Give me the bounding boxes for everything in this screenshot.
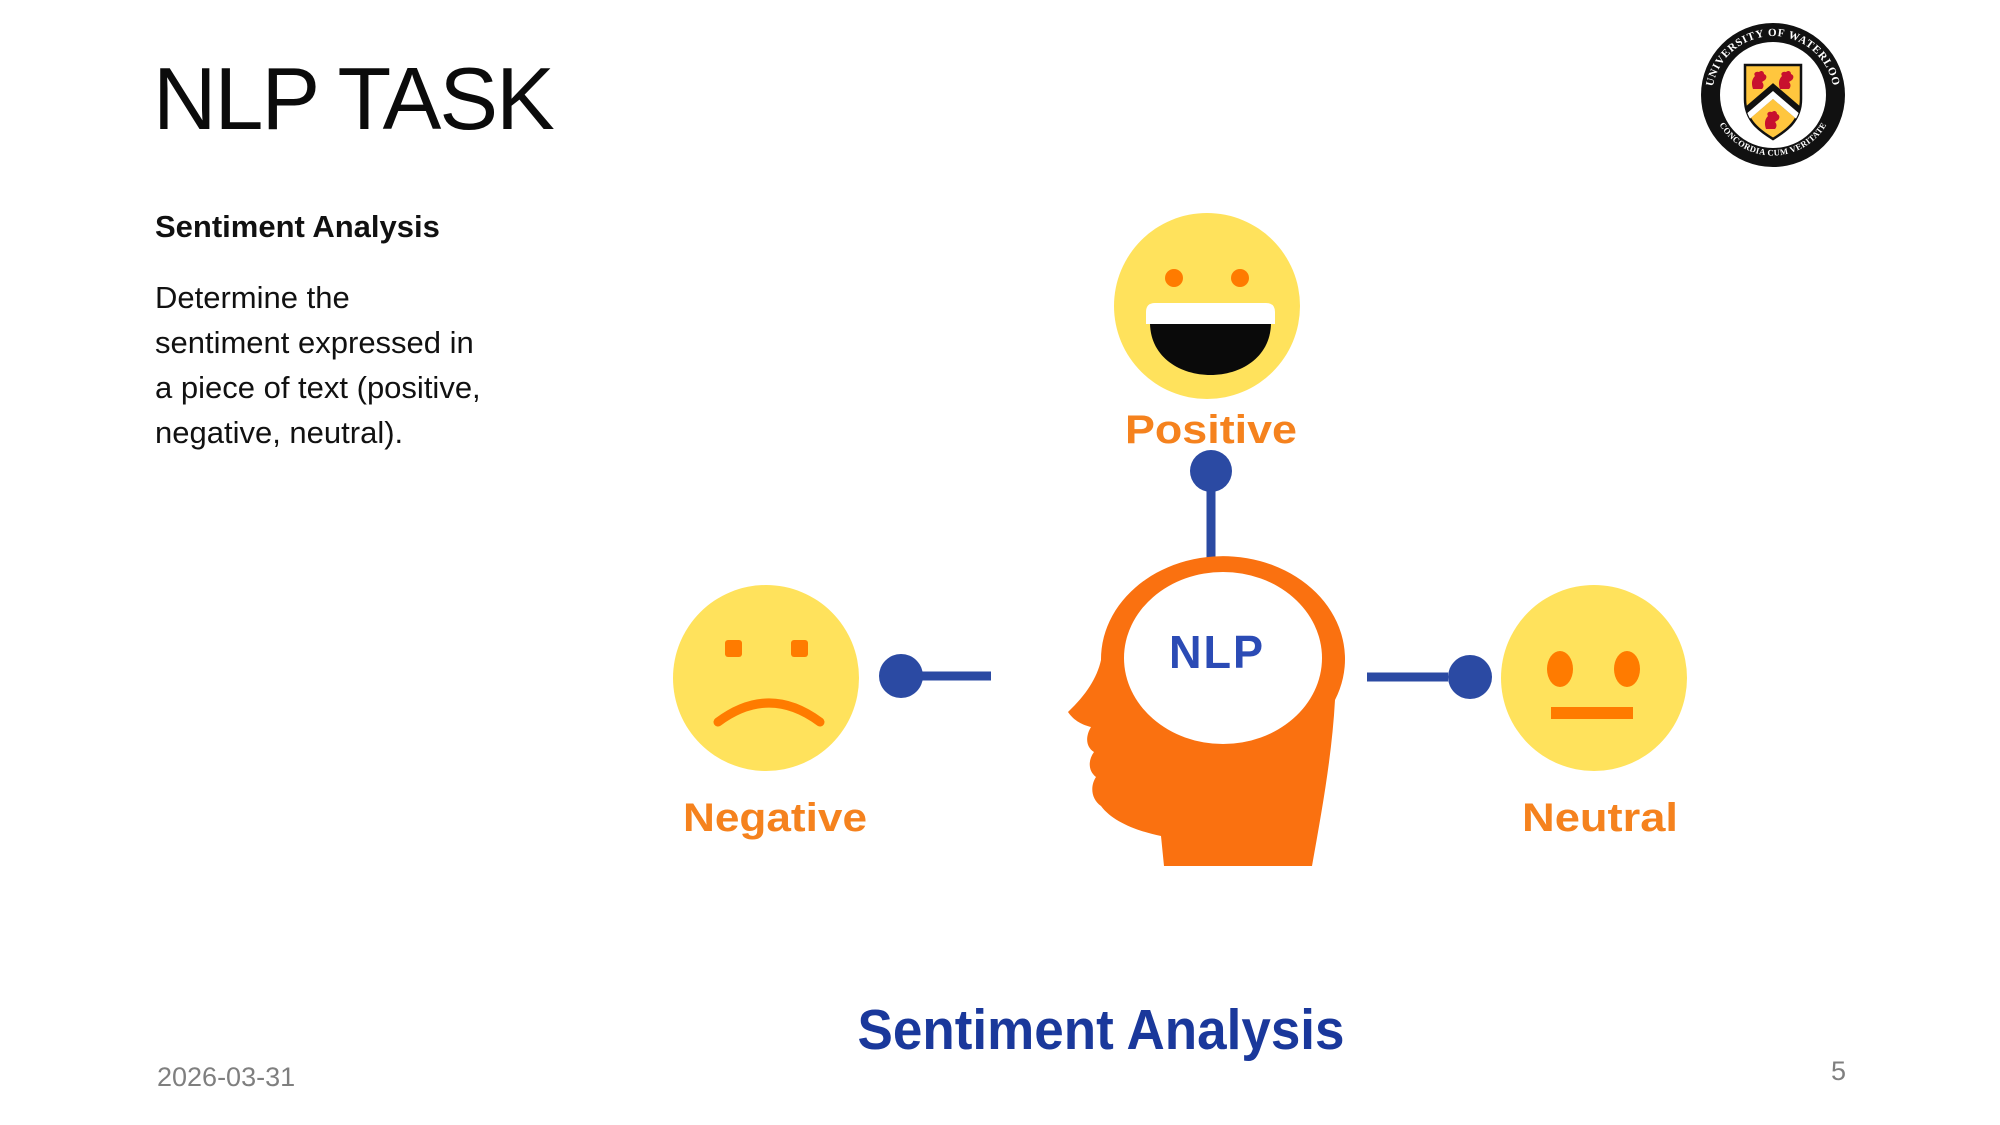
neutral-eye-left [1547, 651, 1573, 687]
negative-label: Negative [683, 796, 867, 840]
node-positive: Positive [1114, 213, 1300, 558]
connector-dot-neutral [1448, 655, 1492, 699]
neutral-eye-right [1614, 651, 1640, 687]
nlp-brain-label: NLP [1169, 626, 1265, 678]
connector-dot-positive [1190, 450, 1232, 492]
uwaterloo-logo: UNIVERSITY OF WATERLOO CONCORDIA CUM VER… [1701, 23, 1845, 167]
nlp-head: NLP [1068, 556, 1345, 866]
body-text: Determine the sentiment expressed in a p… [155, 280, 481, 450]
negative-eye-left [725, 640, 742, 657]
negative-mouth-frown [713, 698, 825, 727]
negative-eye-right [791, 640, 808, 657]
logo-shield-icon [1743, 63, 1803, 141]
shield-chevron-black [1745, 83, 1801, 120]
page-number: 5 [1831, 1056, 1847, 1086]
positive-mouth-teeth [1146, 303, 1275, 324]
shield-chevron-white [1745, 91, 1801, 122]
slide-title: NLP TASK [153, 49, 555, 148]
node-negative: Negative [673, 585, 991, 840]
connector-dot-negative [879, 654, 923, 698]
positive-eye-left [1165, 269, 1183, 287]
brain-circle [1124, 572, 1322, 744]
node-neutral: Neutral [1367, 585, 1687, 840]
positive-label: Positive [1125, 408, 1297, 452]
section-heading: Sentiment Analysis [155, 209, 440, 244]
neutral-label: Neutral [1522, 796, 1678, 840]
positive-eye-right [1231, 269, 1249, 287]
smiley-neutral-icon [1501, 585, 1687, 771]
diagram-caption: Sentiment Analysis [858, 998, 1345, 1062]
positive-mouth-open [1150, 324, 1271, 375]
smiley-negative-icon [673, 585, 859, 771]
slide-date: 2026-03-31 [157, 1062, 296, 1092]
text-block: Sentiment Analysis Determine the sentime… [155, 207, 625, 455]
